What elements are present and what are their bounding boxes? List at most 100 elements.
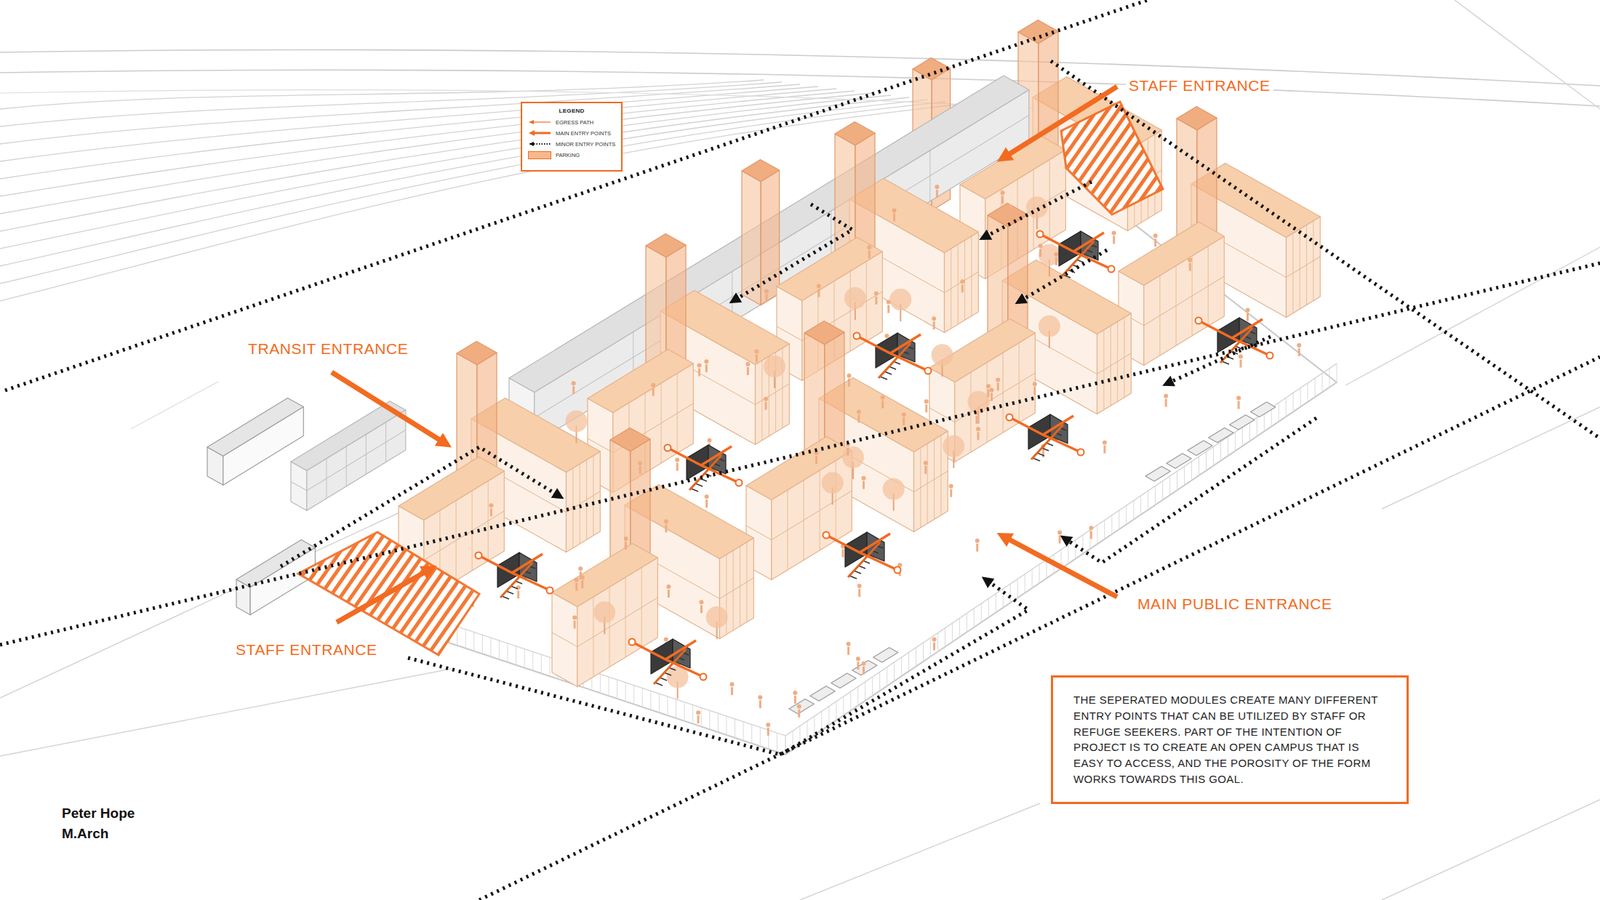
- fence-post: [1162, 481, 1163, 501]
- fence-post: [725, 716, 727, 736]
- facade-mullion: [1312, 221, 1314, 302]
- contour-line: [0, 86, 819, 162]
- egress-path: [1232, 319, 1263, 339]
- facade-mullion: [1292, 233, 1294, 314]
- person-body: [705, 364, 708, 373]
- fence-post: [857, 687, 859, 707]
- person-body: [933, 642, 936, 651]
- fence-post: [1213, 447, 1214, 467]
- egress-node: [1108, 266, 1115, 273]
- person-body: [902, 417, 905, 426]
- solar-panel: [1166, 453, 1192, 469]
- person-head: [763, 397, 768, 402]
- tree-crown: [821, 472, 844, 494]
- person-body: [925, 404, 928, 413]
- fence-post: [1234, 432, 1236, 451]
- fence-post: [1125, 505, 1127, 525]
- person-head: [861, 476, 866, 481]
- tree-crown: [706, 606, 728, 629]
- fence-post: [1111, 515, 1112, 535]
- facade-mullion: [661, 383, 662, 464]
- fence-post: [1314, 378, 1316, 398]
- fence-post: [1285, 397, 1287, 417]
- solar-panel: [1208, 427, 1234, 443]
- volume-roof: [610, 427, 651, 451]
- tree-crown: [882, 478, 905, 501]
- fence-post: [1329, 368, 1331, 388]
- facade-mullion: [1159, 275, 1160, 356]
- person-body: [1154, 238, 1157, 247]
- fence-post: [908, 652, 910, 672]
- fence-post: [915, 648, 917, 667]
- facade-mullion: [488, 481, 489, 562]
- fence-post: [482, 634, 483, 654]
- person-body: [1237, 401, 1240, 410]
- person-head: [892, 208, 897, 213]
- fence-post: [658, 693, 660, 713]
- minor-entry-path: [733, 204, 853, 302]
- fence-post: [1227, 437, 1229, 456]
- person-body: [767, 728, 770, 736]
- facade-mullion: [579, 464, 581, 544]
- facade-mullion: [677, 373, 678, 454]
- person-head: [1238, 354, 1243, 360]
- person-body: [705, 499, 708, 508]
- person-body: [1001, 195, 1004, 204]
- site-ground: [448, 152, 1337, 755]
- person-head: [1163, 394, 1168, 399]
- fence-post: [1010, 584, 1011, 603]
- volume-roof: [456, 341, 497, 365]
- person-body: [1112, 235, 1115, 244]
- person-head: [857, 584, 862, 589]
- fence-post: [734, 719, 736, 739]
- fence-post: [625, 682, 627, 702]
- fence-post: [1198, 456, 1200, 476]
- fence-post: [532, 652, 534, 672]
- building-volume: [552, 543, 658, 687]
- fence-post: [1300, 388, 1302, 408]
- sample-head: [528, 120, 534, 125]
- person-head: [861, 661, 867, 667]
- legend-sample: [528, 118, 552, 126]
- facade-mullion: [625, 577, 627, 658]
- person-head: [1187, 258, 1192, 263]
- person-head: [696, 710, 701, 715]
- facade-mullion: [970, 236, 972, 317]
- person-head: [975, 538, 980, 544]
- person-body: [933, 321, 936, 330]
- road-edge: [130, 381, 219, 430]
- facade-mullion: [933, 439, 935, 520]
- main-entry-arrow: [331, 372, 447, 445]
- person-body: [976, 544, 979, 552]
- solar-panel: [1250, 402, 1276, 417]
- facade-mullion: [1002, 352, 1004, 433]
- fence-post: [1082, 535, 1083, 555]
- fence-post: [1104, 520, 1105, 540]
- fence-post: [879, 672, 880, 691]
- fence-post: [675, 699, 677, 719]
- person-head: [1153, 233, 1158, 238]
- fence-post: [1271, 408, 1272, 427]
- solar-panel: [789, 699, 814, 715]
- egress-node: [894, 567, 902, 574]
- fence-post: [760, 727, 761, 747]
- person-head: [986, 384, 991, 389]
- road-edge: [0, 509, 408, 699]
- person-head: [1102, 440, 1107, 446]
- person-head: [674, 458, 680, 463]
- tree-crown: [844, 287, 867, 310]
- person-body: [1165, 399, 1168, 408]
- solar-panel: [810, 686, 835, 702]
- fence-post: [842, 696, 844, 716]
- legend-sample: [528, 140, 552, 148]
- tree-crown: [842, 446, 864, 469]
- fence-post: [1322, 373, 1323, 392]
- facade-mullion: [1049, 160, 1051, 240]
- person-body: [765, 293, 768, 302]
- legend-row: PARKING: [528, 151, 616, 160]
- building-volume: [746, 436, 852, 580]
- person-body: [1008, 209, 1011, 218]
- fence-post: [709, 710, 710, 730]
- stair-tread: [849, 576, 857, 579]
